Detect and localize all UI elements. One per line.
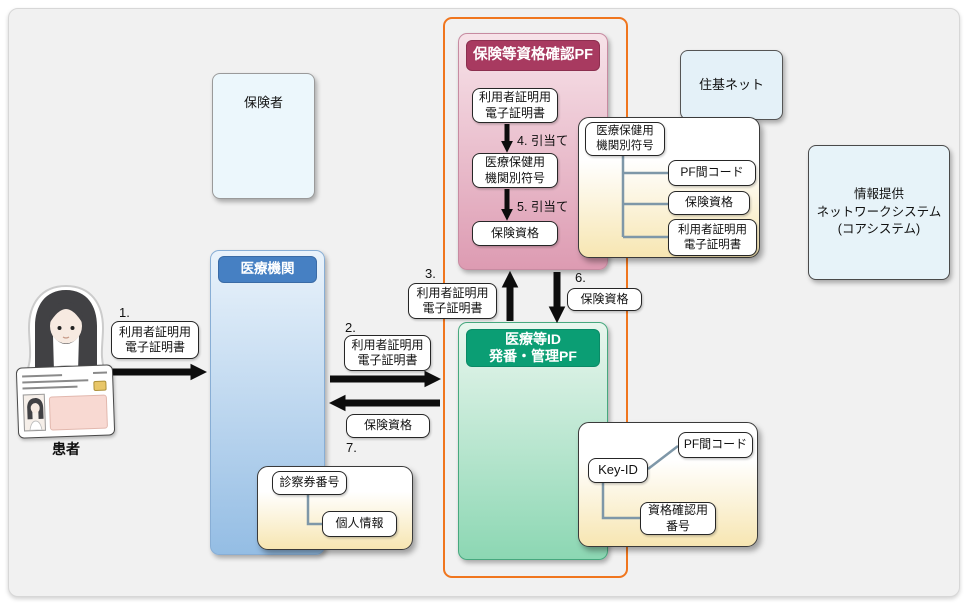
flow-7-number: 7. (346, 440, 357, 455)
callout-exam-card-number-box: 診察券番号 (272, 471, 347, 495)
flow-6-label-box: 保険資格 (567, 288, 642, 311)
pf-insurance-qualification-box: 保険資格 (472, 221, 558, 246)
bangs (49, 302, 83, 324)
flow-6-number: 6. (575, 270, 586, 285)
callout-pf-code-box-2: PF間コード (678, 432, 753, 458)
left-eye (57, 326, 62, 330)
flow-1-label-box: 利用者証明用 電子証明書 (111, 321, 199, 359)
flow-2-number: 2. (345, 320, 356, 335)
pf-user-cert-box: 利用者証明用 電子証明書 (472, 88, 558, 123)
core-system-label: 情報提供 ネットワークシステム (コアシステム) (816, 187, 942, 237)
pf-detail-connectors (621, 155, 668, 239)
pf-institution-code-box: 医療保健用 機関別符号 (472, 153, 558, 188)
step5-label: 5. 引当て (517, 200, 569, 214)
institution-detail-connectors (306, 494, 322, 526)
callout-qualification-number-box: 資格確認用 番号 (640, 502, 716, 535)
card-text-line (92, 371, 108, 375)
card-ic-chip (93, 380, 107, 392)
card-photo (22, 393, 47, 432)
insurer-box: 保険者 (212, 73, 315, 199)
insurer-label: 保険者 (243, 95, 283, 110)
core-system-box: 情報提供 ネットワークシステム (コアシステム) (808, 145, 950, 280)
jukinet-box: 住基ネット (680, 50, 783, 120)
card-pink-area (48, 394, 108, 431)
medical-id-pf-header: 医療等ID 発番・管理PF (466, 329, 600, 367)
face (50, 308, 82, 344)
callout-personal-info-box: 個人情報 (322, 511, 397, 537)
mynumber-card (15, 364, 116, 439)
card-text-line (22, 379, 89, 384)
card-text-line (22, 374, 63, 378)
callout-key-id-box: Key-ID (588, 458, 648, 483)
flow-3-number: 3. (425, 266, 436, 281)
step4-label: 4. 引当て (517, 134, 569, 148)
medical-institution-header: 医療機関 (218, 256, 317, 283)
flow-3-label-box: 利用者証明用 電子証明書 (408, 283, 497, 319)
callout-pf-code-box: PF間コード (668, 160, 756, 186)
right-eye (70, 326, 75, 330)
flow-7-label-box: 保険資格 (346, 414, 430, 438)
callout-user-cert-box: 利用者証明用 電子証明書 (668, 219, 757, 256)
callout-insurance-qualification-box: 保険資格 (668, 191, 750, 215)
flow-1-number: 1. (119, 305, 130, 320)
jukinet-label: 住基ネット (698, 76, 764, 92)
card-text-line (22, 385, 78, 390)
mouth (62, 336, 70, 339)
patient-label: 患者 (52, 441, 80, 457)
keyid-detail-connectors (601, 445, 679, 520)
flow-2-label-box: 利用者証明用 電子証明書 (344, 335, 431, 371)
callout-institution-code-box: 医療保健用 機関別符号 (585, 122, 665, 156)
insurance-qualification-pf-header: 保険等資格確認PF (466, 40, 600, 71)
card-photo-figure (27, 398, 44, 431)
